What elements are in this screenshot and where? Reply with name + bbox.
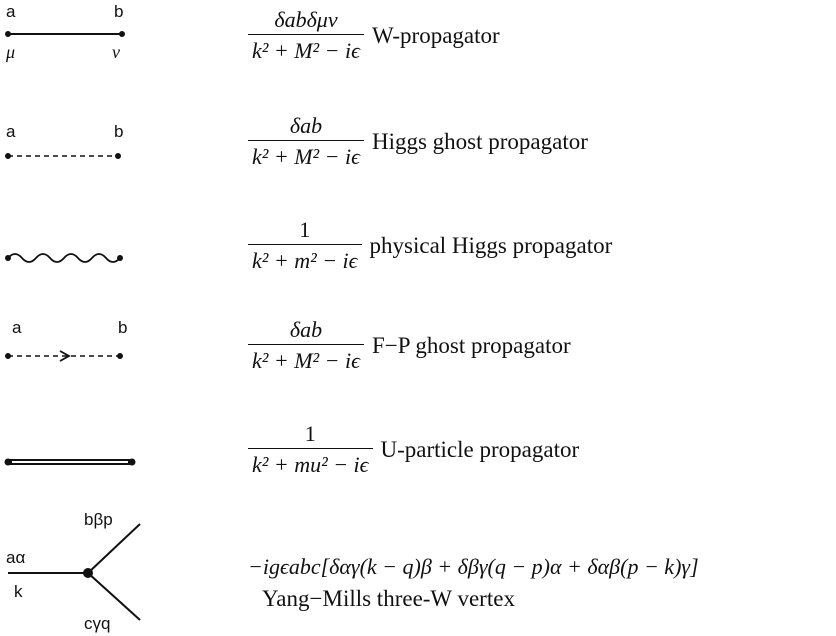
physical-higgs-propagator-diagram [5,253,123,263]
vertex-label-b: b [114,2,124,21]
numerator: δab [289,317,323,342]
fraction: δabδμν k² + M² − iϵ [248,6,364,65]
vertex-label-a: a [6,2,16,21]
leg-label-bottom: cγq [84,614,111,633]
u-particle-propagator-diagram [4,458,136,466]
higgs-ghost-propagator-formula: δab k² + M² − iϵ Higgs ghost propagator [248,112,588,171]
leg-label-left: aα [6,548,26,567]
propagator-name: U-particle propagator [380,436,580,462]
fraction: δab k² + M² − iϵ [248,112,364,171]
w-propagator-formula: δabδμν k² + M² − iϵ W-propagator [248,6,500,65]
w-propagator-row: a b μ ν δabδμν k² + M² − iϵ W-propagator [0,0,836,80]
numerator: δab [289,113,323,138]
denominator: k² + m² − iϵ [248,244,362,275]
denominator: k² + M² − iϵ [248,34,364,65]
vertex-name: Yang−Mills three-W vertex [262,586,515,611]
fp-ghost-propagator-row: a b δab k² + M² − iϵ F−P ghost propagato… [0,310,836,400]
vertex-label-b: b [118,318,128,337]
fraction: 1 k² + mu² − iϵ [248,420,373,479]
propagator-name: W-propagator [371,22,500,48]
fraction: 1 k² + m² − iϵ [248,216,362,275]
fp-ghost-propagator-formula: δab k² + M² − iϵ F−P ghost propagator [248,316,571,375]
fp-ghost-propagator-diagram [5,350,123,362]
vertex-label-b: b [114,122,124,141]
higgs-ghost-propagator-diagram [5,153,121,159]
numerator: 1 [304,421,316,446]
leg-momentum-left: k [14,582,23,601]
denominator: k² + M² − iϵ [248,140,364,171]
index-label-mu: μ [6,42,16,62]
u-particle-propagator-row: 1 k² + mu² − iϵ U-particle propagator [0,414,836,504]
propagator-name: physical Higgs propagator [369,232,613,258]
w-propagator-diagram [5,31,125,37]
three-w-vertex-diagram [8,523,141,621]
leg-label-top: bβp [84,510,113,529]
vertex-label-a: a [12,318,22,337]
fraction: δab k² + M² − iϵ [248,316,364,375]
numerator: δabδμν [274,7,338,32]
higgs-ghost-propagator-row: a b δab k² + M² − iϵ Higgs ghost propaga… [0,96,836,186]
physical-higgs-propagator-row: 1 k² + m² − iϵ physical Higgs propagator [0,210,836,300]
u-particle-propagator-formula: 1 k² + mu² − iϵ U-particle propagator [248,420,579,479]
physical-higgs-propagator-formula: 1 k² + m² − iϵ physical Higgs propagator [248,216,612,275]
vertex-label-a: a [6,122,16,141]
denominator: k² + M² − iϵ [248,344,364,375]
three-w-vertex-row: bβp aα k cγq −igϵabc[δαγ(k − q)β + δβγ(q… [0,510,836,636]
vertex-formula: −igϵabc[δαγ(k − q)β + δβγ(q − p)α + δαβ(… [248,554,699,579]
propagator-name: F−P ghost propagator [371,332,571,358]
numerator: 1 [299,217,311,242]
index-label-nu: ν [112,42,120,62]
denominator: k² + mu² − iϵ [248,448,373,479]
propagator-name: Higgs ghost propagator [371,128,588,154]
